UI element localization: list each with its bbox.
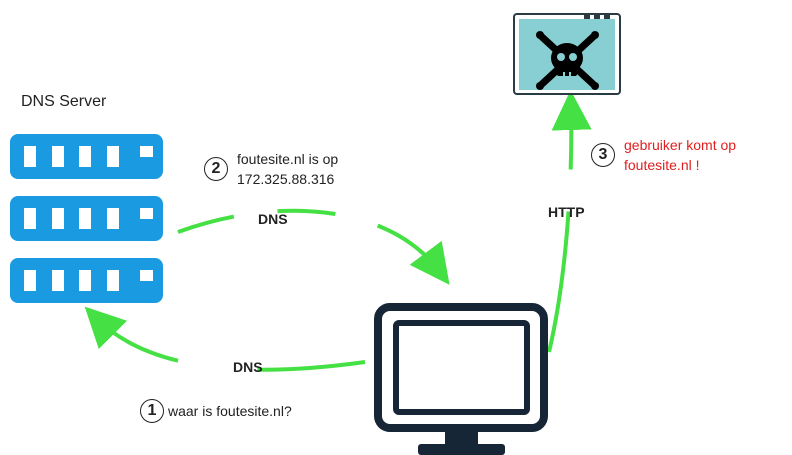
skull-crossbones-window-icon bbox=[513, 13, 621, 95]
server-unit bbox=[10, 258, 163, 303]
dns-query-arrow bbox=[84, 306, 366, 372]
computer-monitor-icon bbox=[374, 303, 548, 455]
step-2-line-1: foutesite.nl is op bbox=[237, 151, 339, 167]
server-unit bbox=[10, 134, 163, 179]
http-label: HTTP bbox=[548, 204, 585, 220]
step-3-line-2: foutesite.nl ! bbox=[624, 157, 700, 173]
step-1-text: waar is foutesite.nl? bbox=[168, 403, 292, 419]
step-3-line-1: gebruiker komt op bbox=[624, 137, 737, 153]
skull-crossbones-icon bbox=[536, 31, 599, 90]
dns-response-arrow bbox=[177, 208, 450, 285]
server-unit bbox=[10, 196, 163, 241]
step-3-number: 3 bbox=[591, 143, 615, 167]
dns-label-response: DNS bbox=[258, 211, 288, 227]
dns-server-rack-icon bbox=[10, 134, 163, 303]
step-2: 2 foutesite.nl is op 172.325.88.316 bbox=[204, 149, 338, 189]
step-1-number: 1 bbox=[140, 399, 164, 423]
step-2-number: 2 bbox=[204, 157, 228, 181]
dns-label-query: DNS bbox=[233, 359, 263, 375]
step-1: 1 waar is foutesite.nl? bbox=[140, 399, 292, 423]
step-2-line-2: 172.325.88.316 bbox=[237, 171, 335, 187]
dns-server-title: DNS Server bbox=[21, 93, 107, 110]
step-3: 3 gebruiker komt op foutesite.nl ! bbox=[591, 135, 736, 175]
http-arrow bbox=[547, 90, 592, 353]
